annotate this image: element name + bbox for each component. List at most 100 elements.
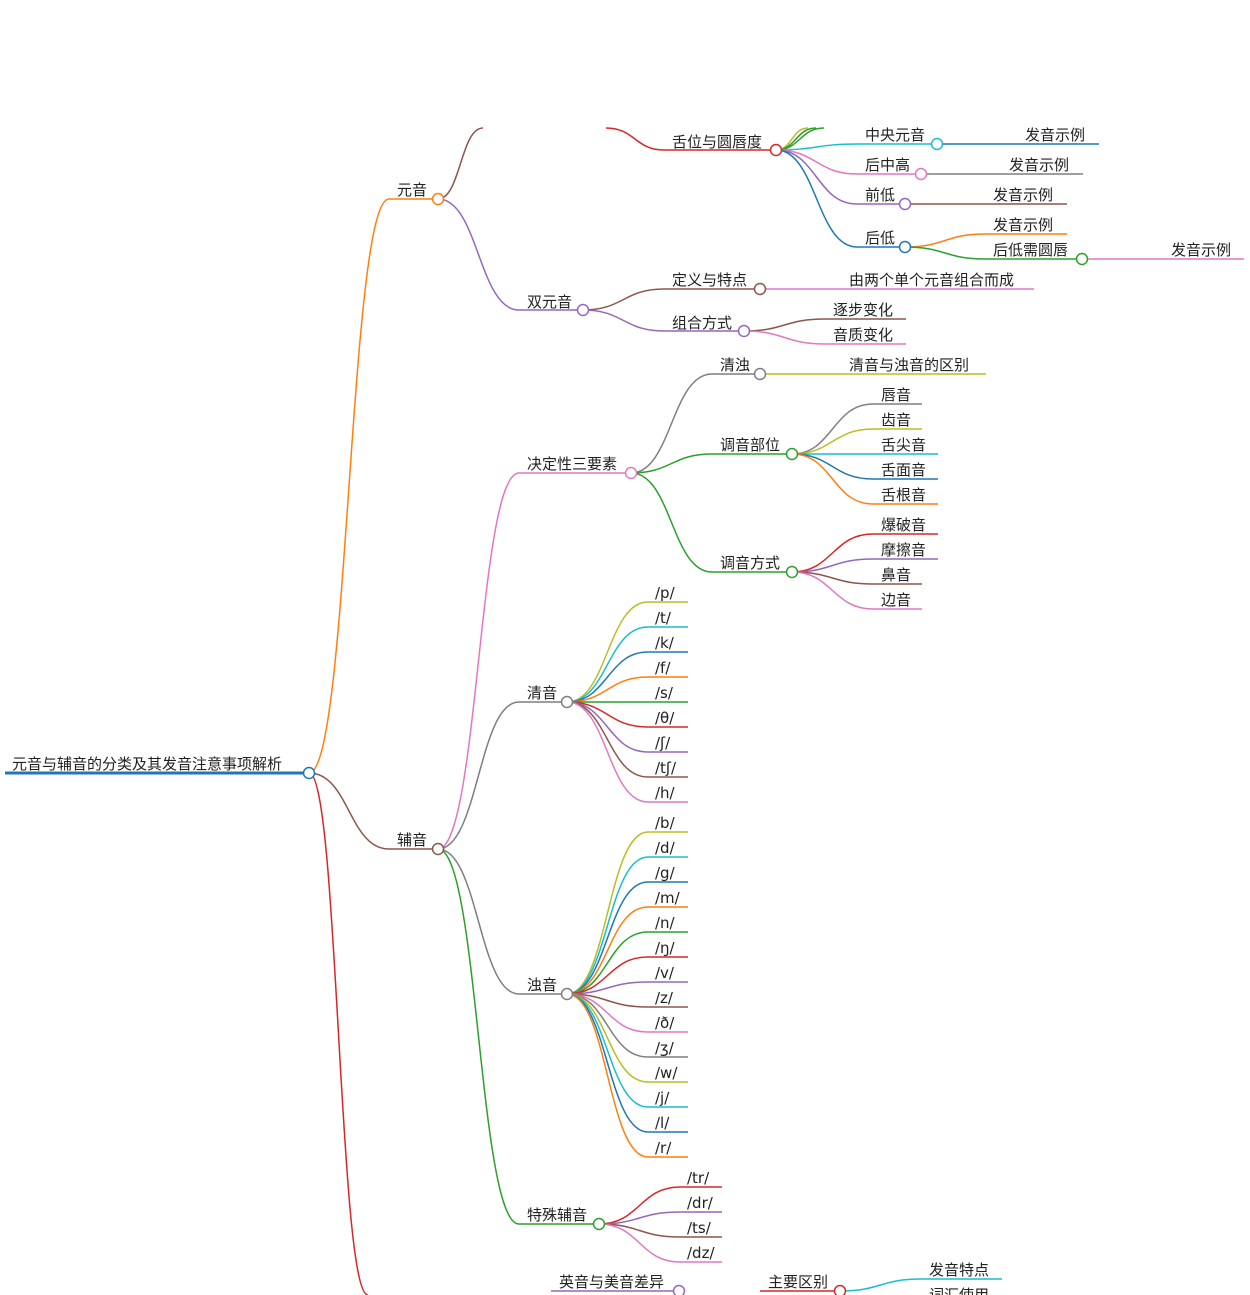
node-toggle-circle[interactable] [431,192,445,206]
central-vowel-node-label: 中央元音 [865,126,925,144]
branch-connector [566,931,649,995]
branch-connector [775,149,858,175]
manner-item-label: 爆破音 [881,516,926,534]
node-toggle-circle[interactable] [576,303,590,317]
voiced-phoneme-label: /ŋ/ [655,939,676,957]
node-toggle-circle[interactable] [833,1284,847,1295]
voiceless-phoneme-label: /ʃ/ [655,734,671,752]
consonant-node-label: 辅音 [397,831,427,849]
node-toggle-circle[interactable] [753,282,767,296]
voiceless-phoneme-label: /k/ [655,634,675,652]
branch-connector [791,453,874,480]
node-toggle-circle[interactable] [898,197,912,211]
branch-connector [791,533,874,573]
three-factors-node-label: 决定性三要素 [527,455,617,473]
branch-connector [839,1278,922,1292]
node-toggle-circle[interactable] [914,167,928,181]
place-item-label: 舌根音 [881,486,926,504]
branch-connector [791,571,874,610]
node-toggle-circle[interactable] [624,466,638,480]
voiced-phoneme-label: /d/ [655,839,676,857]
branch-connector [566,831,649,995]
node-toggle-circle[interactable] [930,137,944,151]
pronunciation-example-label: 发音示例 [1009,156,1069,174]
main-difference-node-label: 主要区别 [768,1273,828,1291]
node-toggle-circle[interactable] [431,842,445,856]
voiceless-phoneme-label: /f/ [655,659,671,677]
node-toggle-circle[interactable] [898,240,912,254]
place-of-articulation-node-label: 调音部位 [720,436,780,454]
branch-connector [566,956,649,995]
special-phoneme-label: /dr/ [687,1194,714,1212]
branch-connector [437,848,520,1225]
branch-connector [566,993,649,1158]
branch-connector [791,403,874,455]
combination-method-node-label: 组合方式 [672,314,732,332]
branch-connector [904,246,986,260]
definition-text-label: 由两个单个元音组合而成 [849,271,1014,289]
pronunciation-example-label: 发音示例 [1171,241,1231,259]
node-toggle-circle[interactable] [302,766,316,780]
node-toggle-circle[interactable] [560,987,574,1001]
node-toggle-circle[interactable] [785,565,799,579]
voiced-node-label: 浊音 [527,976,557,994]
branch-connector [566,856,649,995]
vowel-node-label: 元音 [397,181,427,199]
voiceless-phoneme-label: /tʃ/ [655,759,677,777]
pronunciation-example-label: 发音示例 [1025,126,1085,144]
branch-connector [630,373,713,474]
special-phoneme-label: /dz/ [687,1244,715,1262]
tongue-lip-node-label: 舌位与圆唇度 [672,133,762,151]
node-toggle-circle[interactable] [592,1217,606,1231]
branch-connector [775,149,858,205]
branch-connector [566,993,649,1133]
branch-connector [791,453,874,505]
branch-connector [566,701,649,778]
pronunciation-feature-label: 发音特点 [929,1261,989,1279]
place-item-label: 舌尖音 [881,436,926,454]
node-toggle-circle[interactable] [737,324,751,338]
branch-connector [566,993,649,1058]
voiceless-phoneme-label: /p/ [655,584,676,602]
uk-us-difference-node-label: 英音与美音差异 [559,1273,664,1291]
branch-connector [566,881,649,995]
voicing-node-label: 清浊 [720,356,750,374]
place-item-label: 齿音 [881,411,911,429]
branch-connector [775,143,858,151]
branch-connector [308,198,390,774]
voiced-phoneme-label: /n/ [655,914,676,932]
voiced-phoneme-label: /ʒ/ [655,1039,675,1057]
branch-connector [630,472,713,573]
node-toggle-circle[interactable] [560,695,574,709]
special-consonant-node-label: 特殊辅音 [527,1206,587,1224]
node-toggle-circle[interactable] [785,447,799,461]
branch-connector [775,149,858,248]
node-toggle-circle[interactable] [1075,252,1089,266]
voiced-phoneme-label: /ð/ [655,1014,675,1032]
branch-connector [582,288,665,311]
back-mid-high-node-label: 后中高 [865,156,910,174]
voiceless-phoneme-label: /s/ [655,684,674,702]
manner-item-label: 摩擦音 [881,541,926,559]
place-item-label: 唇音 [881,386,911,404]
manner-item-label: 鼻音 [881,566,911,584]
definition-feature-node-label: 定义与特点 [672,271,747,289]
place-item-label: 舌面音 [881,461,926,479]
back-low-round-node-label: 后低需圆唇 [993,241,1068,259]
branch-connector [437,198,520,311]
branch-connector [743,330,826,345]
node-toggle-circle[interactable] [769,143,783,157]
branch-connector [582,309,665,332]
front-low-node-label: 前低 [865,186,895,204]
branch-connector [566,906,649,995]
branch-connector [437,127,484,200]
voiced-phoneme-label: /w/ [655,1064,678,1082]
node-toggle-circle[interactable] [753,367,767,381]
voiceless-phoneme-label: /h/ [655,784,676,802]
node-toggle-circle[interactable] [672,1284,686,1295]
branch-connector [605,127,665,151]
voiced-phoneme-label: /j/ [655,1089,670,1107]
voicing-difference-label: 清音与浊音的区别 [849,356,969,374]
special-phoneme-label: /ts/ [687,1219,712,1237]
gradual-change-label: 逐步变化 [833,301,893,319]
